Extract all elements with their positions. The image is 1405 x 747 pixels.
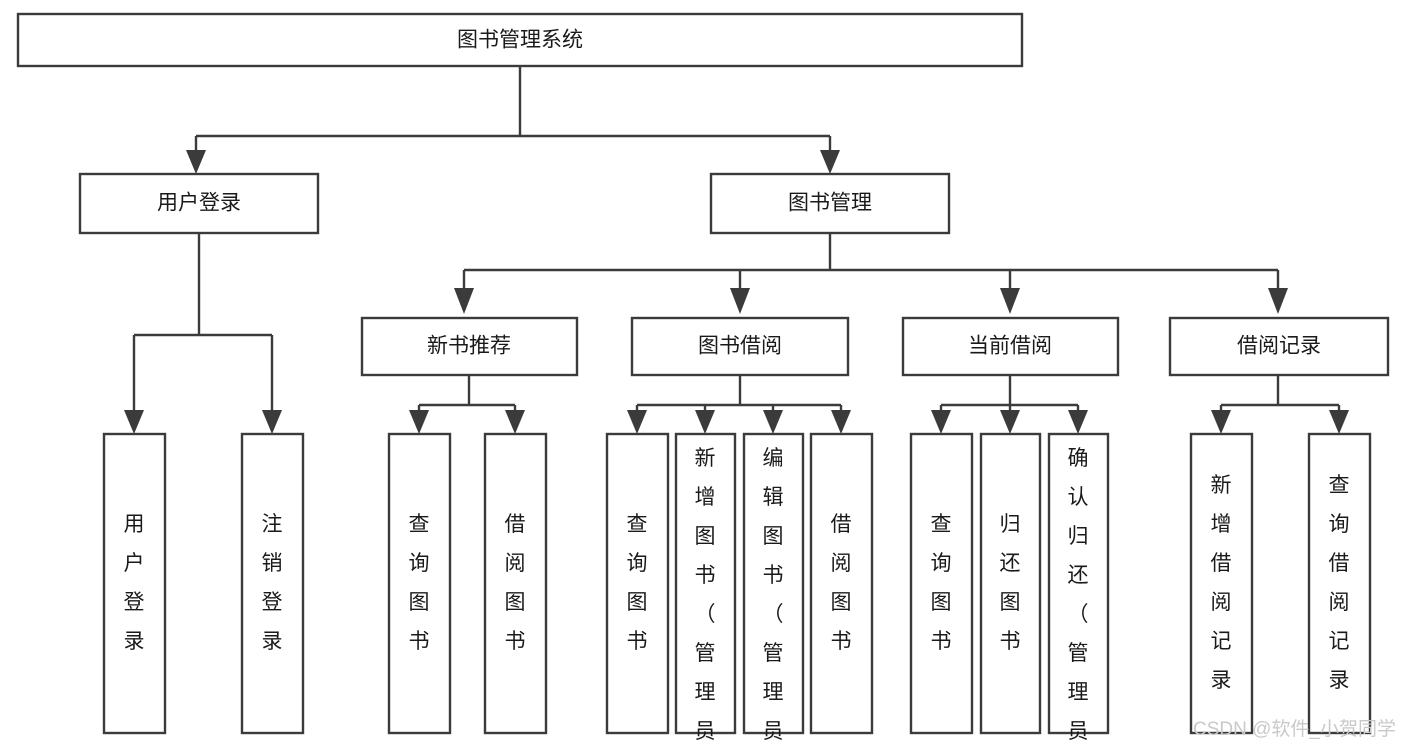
leaf-user-login-2-box[interactable] <box>240 432 305 735</box>
leaf-current-borrow-2-label: 归还图书 <box>1000 513 1021 653</box>
leaf-new-book-1-label: 查询图书 <box>409 513 430 653</box>
node-user-login[interactable]: 用户登录 <box>78 172 320 235</box>
leaf-borrow-record-2-label: 查询借阅记录 <box>1329 474 1350 692</box>
leaf-book-borrow-4-label: 借阅图书 <box>831 513 852 653</box>
leaf-new-book-2[interactable]: 借阅图书 <box>483 432 548 735</box>
node-borrow-record-box[interactable] <box>1168 316 1390 377</box>
arrow-current-borrow-leaf-2 <box>1000 410 1020 434</box>
arrow-current-borrow-leaf-1 <box>931 410 951 434</box>
leaf-borrow-record-1-label: 新增借阅记录 <box>1211 474 1232 692</box>
arrow-borrow-record-leaf-1 <box>1211 410 1231 434</box>
arrow-book-manage-to-new-book <box>454 288 474 314</box>
leaf-borrow-record-1-box[interactable] <box>1189 432 1254 735</box>
node-current-borrow-box[interactable] <box>901 316 1120 377</box>
leaf-current-borrow-1-box[interactable] <box>909 432 974 735</box>
arrow-current-borrow-leaf-3 <box>1068 410 1088 434</box>
leaf-book-borrow-4[interactable]: 借阅图书 <box>809 432 874 735</box>
connectors-layer <box>124 66 1349 434</box>
arrow-book-manage-to-current-borrow <box>1000 288 1020 314</box>
node-book-manage-box[interactable] <box>709 172 951 235</box>
node-root-label: 图书管理系统 <box>457 29 583 52</box>
arrow-book-borrow-leaf-1 <box>627 410 647 434</box>
arrow-borrow-record-leaf-2 <box>1329 410 1349 434</box>
leaf-book-borrow-2[interactable]: 新增图书（管理员） <box>674 432 737 747</box>
node-book-manage-label: 图书管理 <box>788 192 872 215</box>
node-new-book-recommend[interactable]: 新书推荐 <box>360 316 579 377</box>
arrow-user-login-leaf-1 <box>124 410 144 434</box>
arrow-book-manage-to-borrow-record <box>1268 288 1288 314</box>
node-current-borrow-label: 当前借阅 <box>968 335 1052 358</box>
leaf-book-borrow-4-box[interactable] <box>809 432 874 735</box>
leaf-borrow-record-1[interactable]: 新增借阅记录 <box>1189 432 1254 735</box>
arrow-user-login-leaf-2 <box>262 410 282 434</box>
node-book-borrow[interactable]: 图书借阅 <box>630 316 850 377</box>
leaf-user-login-2-label: 注销登录 <box>262 513 283 653</box>
node-current-borrow[interactable]: 当前借阅 <box>901 316 1120 377</box>
leaf-book-borrow-2-label: 新增图书（管理员） <box>695 447 716 747</box>
leaf-current-borrow-1[interactable]: 查询图书 <box>909 432 974 735</box>
leaf-new-book-2-label: 借阅图书 <box>505 513 526 653</box>
node-book-borrow-label: 图书借阅 <box>698 335 782 358</box>
leaf-book-borrow-3[interactable]: 编辑图书（管理员） <box>742 432 805 747</box>
node-book-borrow-box[interactable] <box>630 316 850 377</box>
node-borrow-record[interactable]: 借阅记录 <box>1168 316 1390 377</box>
leaf-user-login-1[interactable]: 用户登录 <box>102 432 167 735</box>
arrow-book-manage-to-book-borrow <box>730 288 750 314</box>
leaf-book-borrow-1[interactable]: 查询图书 <box>605 432 670 735</box>
arrow-new-book-leaf-1 <box>409 410 429 434</box>
node-root-box[interactable] <box>16 12 1024 68</box>
node-user-login-box[interactable] <box>78 172 320 235</box>
leaf-new-book-2-box[interactable] <box>483 432 548 735</box>
leaf-current-borrow-2[interactable]: 归还图书 <box>979 432 1042 735</box>
arrow-book-borrow-leaf-4 <box>831 410 851 434</box>
node-borrow-record-label: 借阅记录 <box>1237 335 1321 358</box>
node-new-book-recommend-box[interactable] <box>360 316 579 377</box>
leaf-borrow-record-2[interactable]: 查询借阅记录 <box>1307 432 1372 735</box>
leaf-current-borrow-3-label: 确认归还（管理员） <box>1068 447 1089 747</box>
arrow-book-borrow-leaf-2 <box>695 410 715 434</box>
csdn-watermark: CSDN @软件_小贺同学 <box>1193 718 1396 740</box>
leaf-user-login-1-box[interactable] <box>102 432 167 735</box>
leaf-book-borrow-1-label: 查询图书 <box>627 513 648 653</box>
node-user-login-label: 用户登录 <box>157 192 241 215</box>
leaf-book-borrow-3-box[interactable] <box>742 432 805 735</box>
leaf-current-borrow-2-box[interactable] <box>979 432 1042 735</box>
arrow-book-borrow-leaf-3 <box>763 410 783 434</box>
leaf-new-book-1-box[interactable] <box>387 432 452 735</box>
leaf-user-login-1-label: 用户登录 <box>124 513 145 653</box>
leaf-borrow-record-2-box[interactable] <box>1307 432 1372 735</box>
leaf-new-book-1[interactable]: 查询图书 <box>387 432 452 735</box>
leaf-current-borrow-1-label: 查询图书 <box>931 513 952 653</box>
leaf-current-borrow-3-box[interactable] <box>1047 432 1110 735</box>
leaf-book-borrow-2-box[interactable] <box>674 432 737 735</box>
leaf-current-borrow-3[interactable]: 确认归还（管理员） <box>1047 432 1110 747</box>
leaf-user-login-2[interactable]: 注销登录 <box>240 432 305 735</box>
arrow-root-to-user-login <box>186 150 206 174</box>
leaf-book-borrow-3-label: 编辑图书（管理员） <box>763 447 784 747</box>
node-new-book-recommend-label: 新书推荐 <box>427 335 511 358</box>
node-root[interactable]: 图书管理系统 <box>16 12 1024 68</box>
arrow-root-to-book-manage <box>820 150 840 174</box>
node-book-manage[interactable]: 图书管理 <box>709 172 951 235</box>
arrow-new-book-leaf-2 <box>505 410 525 434</box>
leaf-book-borrow-1-box[interactable] <box>605 432 670 735</box>
